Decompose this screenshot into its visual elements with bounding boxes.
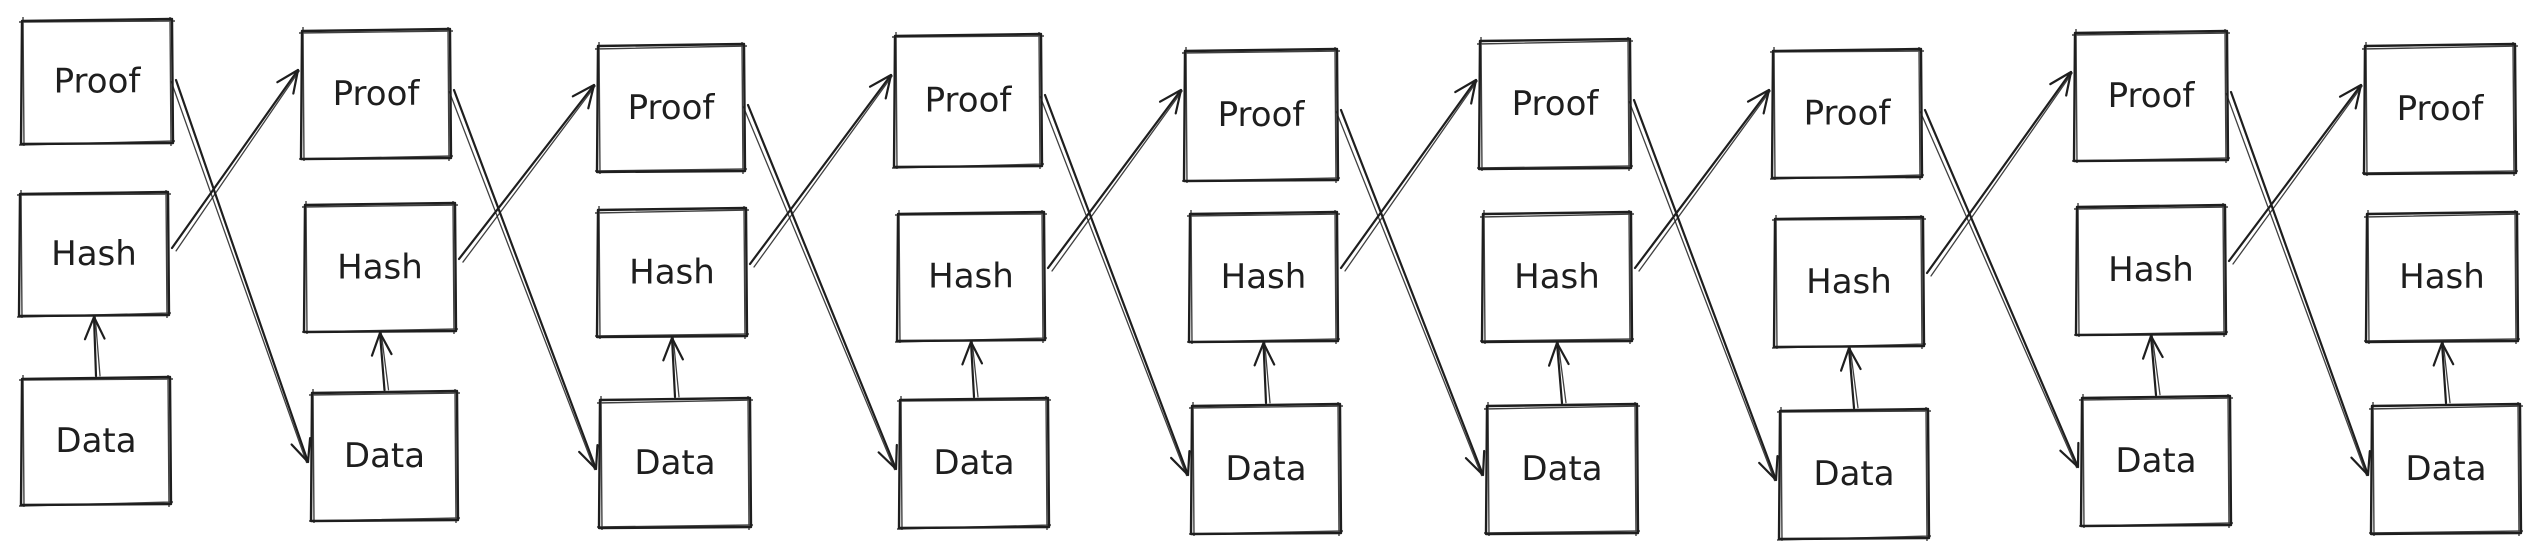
proof-to-next-data-arrow [1335,108,1486,477]
proof-to-next-data-arrow [448,88,599,471]
data-box [896,395,1052,531]
proof-to-next-data-arrow [1628,98,1779,482]
hash-label: Hash [2399,257,2485,297]
proof-label: Proof [1512,84,1600,124]
hash-label: Hash [1221,257,1307,297]
proof-to-next-data-arrow [742,103,898,471]
hash-to-next-proof-arrow [170,68,300,252]
hash-label: Hash [2108,250,2194,290]
hash-label: Hash [51,234,137,274]
proof-to-next-data-arrow [1039,93,1191,477]
data-box [1188,401,1344,537]
proof-box [2071,28,2231,164]
data-box [308,388,461,524]
data-to-hash-arrow [2142,334,2164,397]
hash-to-next-proof-arrow [1046,88,1183,272]
hash-label: Hash [629,253,715,293]
hash-box [2073,202,2229,338]
proof-box [891,31,1045,170]
data-label: Data [55,421,136,461]
proof-box [1476,36,1634,172]
proof-label: Proof [54,62,142,102]
data-box [1776,406,1932,542]
data-to-hash-arrow [83,315,106,378]
hash-to-next-proof-arrow [1925,70,2073,277]
hash-label: Hash [1806,262,1892,302]
edges-layer [83,68,2455,482]
data-to-hash-arrow [1839,346,1862,410]
hash-box [1479,209,1635,345]
data-label: Data [1225,449,1306,489]
proof-box [1181,46,1341,184]
data-box [18,374,174,508]
data-box [2078,393,2234,529]
data-box [2368,401,2524,537]
data-to-hash-arrow [2432,341,2455,405]
proof-label: Proof [2397,89,2485,129]
proof-label: Proof [1218,95,1306,135]
hash-box [1771,214,1927,350]
hash-label: Hash [928,257,1014,297]
data-label: Data [634,443,715,483]
proof-label: Proof [2108,76,2196,116]
hash-box [16,189,172,319]
hash-box [1186,209,1341,345]
data-label: Data [1521,449,1602,489]
proof-to-next-data-arrow [2225,90,2371,477]
hash-to-next-proof-arrow [1339,78,1478,272]
data-to-hash-arrow [370,331,393,392]
data-label: Data [933,443,1014,483]
data-label: Data [2405,449,2486,489]
hash-box [894,209,1048,344]
data-to-hash-arrow [1547,341,1570,405]
proof-box [594,41,748,175]
hash-to-next-proof-arrow [457,83,596,263]
nodes-layer: ProofHashDataProofHashDataProofHashDataP… [16,16,2524,542]
proof-label: Proof [628,88,716,128]
proof-box [2361,41,2519,177]
data-label: Data [2115,441,2196,481]
data-label: Data [1813,454,1894,494]
hash-box [594,205,750,340]
hash-to-next-proof-arrow [748,73,893,268]
proof-box [1769,46,1925,181]
proof-box [18,16,176,147]
hash-box [2363,209,2521,345]
data-label: Data [344,436,425,476]
hash-to-next-proof-arrow [1633,88,1771,272]
proof-label: Proof [925,81,1013,121]
hash-box [301,200,459,335]
data-to-hash-arrow [662,336,684,399]
data-to-hash-arrow [961,340,984,399]
hash-to-next-proof-arrow [2227,83,2363,265]
data-to-hash-arrow [1253,341,1276,405]
data-box [596,395,754,531]
proof-label: Proof [333,74,421,114]
data-box [1483,401,1641,537]
proof-box [298,26,454,162]
hash-label: Hash [337,248,423,288]
proof-to-next-data-arrow [170,78,312,464]
hash-label: Hash [1514,257,1600,297]
proof-label: Proof [1804,94,1892,134]
proof-to-next-data-arrow [1919,108,2080,469]
